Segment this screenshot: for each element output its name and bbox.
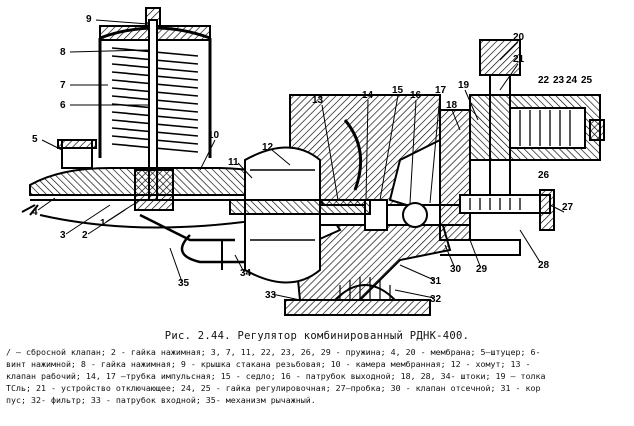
label-33: 33: [265, 290, 277, 301]
label-5: 5: [32, 134, 38, 145]
label-14: 14: [362, 90, 374, 101]
label-3: 3: [60, 230, 66, 241]
label-25: 25: [581, 75, 593, 86]
main-body: [139, 94, 471, 316]
label-2: 2: [82, 230, 88, 241]
label-1: 1: [100, 218, 106, 229]
label-23: 23: [553, 75, 565, 86]
label-19: 19: [458, 80, 470, 91]
label-22: 22: [538, 75, 550, 86]
label-8: 8: [60, 47, 66, 58]
label-6: 6: [60, 100, 66, 111]
label-27: 27: [562, 202, 574, 213]
label-18: 18: [446, 100, 458, 111]
figure-caption: Рис. 2.44. Регулятор комбинированный РДН…: [164, 330, 470, 342]
label-7: 7: [60, 80, 66, 91]
label-10: 10: [208, 130, 220, 141]
label-16: 16: [410, 90, 422, 101]
label-11: 11: [228, 157, 239, 168]
label-4: 4: [32, 207, 38, 218]
label-15: 15: [392, 85, 404, 96]
label-29: 29: [476, 264, 488, 275]
label-13: 13: [312, 95, 324, 106]
legend-line: ТСль; 21 - устройство отключающее; 24, 2…: [6, 383, 541, 394]
pilot-housing: [21, 7, 302, 229]
label-32: 32: [430, 294, 442, 305]
label-21: 21: [513, 54, 525, 65]
label-30: 30: [450, 264, 462, 275]
legend-line: клапан рабочий; 14, 17 —трубка импульсна…: [6, 371, 546, 382]
leader-lines: [37, 19, 565, 301]
label-9: 9: [86, 14, 92, 25]
label-26: 26: [538, 170, 550, 181]
label-34: 34: [240, 268, 252, 279]
part-labels: 9 8 7 6 5 10 11 12 13 14 15 16 17 18 19 …: [32, 14, 593, 305]
regulator-drawing: 9 8 7 6 5 10 11 12 13 14 15 16 17 18 19 …: [21, 7, 605, 316]
label-35: 35: [178, 278, 190, 289]
label-28: 28: [538, 260, 550, 271]
label-24: 24: [566, 75, 578, 86]
label-31: 31: [430, 276, 442, 287]
legend-line: винт нажимной; 8 - гайка нажимная; 9 - к…: [6, 359, 531, 370]
legend-line: / — сбросной клапан; 2 - гайка нажимная;…: [6, 347, 541, 357]
label-17: 17: [435, 85, 447, 96]
legend-line: пус; 32- фильтр; 33 - патрубок входной; …: [6, 395, 316, 406]
shutoff-device: [439, 39, 605, 256]
label-12: 12: [262, 142, 274, 153]
label-20: 20: [513, 32, 525, 43]
figure-legend: / — сбросной клапан; 2 - гайка нажимная;…: [6, 346, 630, 406]
